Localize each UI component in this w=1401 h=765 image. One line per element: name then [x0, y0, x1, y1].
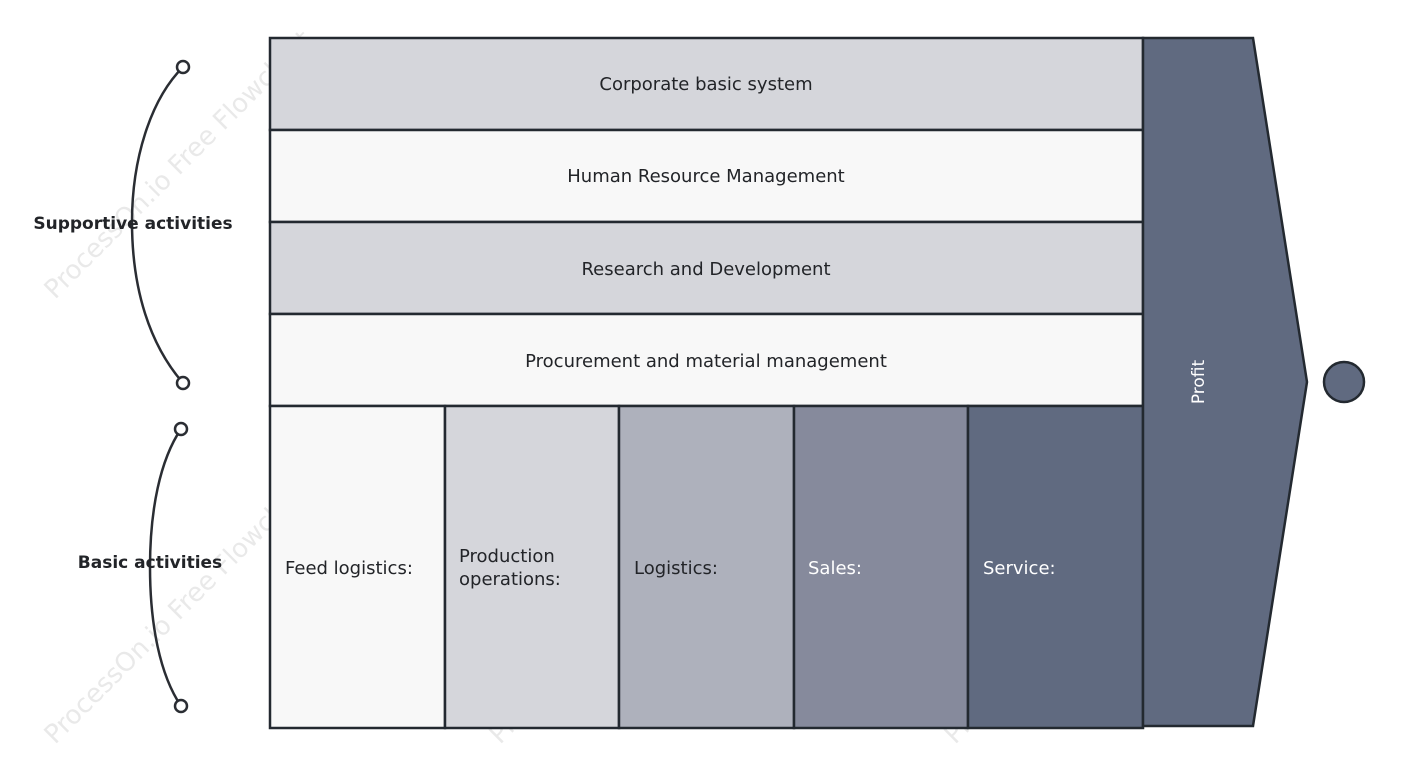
basic-column-service[interactable] [966, 404, 1145, 730]
brace-endpoint-top[interactable] [173, 421, 189, 437]
support-row-human-resource-management[interactable] [268, 128, 1145, 224]
profit-arrow: Profit [1141, 36, 1366, 728]
basic-column-label: Sales: [808, 558, 862, 579]
support-row-label: Human Resource Management [567, 166, 844, 187]
brace-endpoint-bottom[interactable] [175, 375, 191, 391]
profit-arrow-shape[interactable] [1141, 36, 1309, 728]
support-row-research-and-development[interactable] [268, 220, 1145, 316]
basic-column-logistics[interactable] [617, 404, 796, 730]
support-row-label: Procurement and material management [525, 351, 887, 372]
brace-endpoint-bottom[interactable] [173, 698, 189, 714]
support-rows: Corporate basic system Human Resource Ma… [268, 36, 1145, 408]
basic-activities-label: Basic activities [78, 553, 222, 573]
support-row-corporate-basic-system[interactable] [268, 36, 1145, 132]
support-row-label: Research and Development [581, 259, 830, 280]
profit-endpoint-circle[interactable] [1322, 360, 1366, 404]
supportive-activities-label: Supportive activities [33, 214, 232, 234]
support-row-procurement[interactable] [268, 312, 1145, 408]
profit-label: Profit [1189, 359, 1209, 404]
support-row-label: Corporate basic system [599, 74, 812, 95]
basic-brace: Basic activities [78, 421, 222, 714]
supportive-brace: Supportive activities [33, 59, 233, 391]
basic-column-label: Service: [983, 558, 1056, 579]
supportive-brace-curve [130, 66, 184, 384]
brace-endpoint-top[interactable] [175, 59, 191, 75]
basic-column-label: Logistics: [634, 558, 718, 579]
basic-column-feed-logistics[interactable] [268, 404, 447, 730]
basic-column-label: Feed logistics: [285, 558, 413, 579]
basic-column-production-operations[interactable] [443, 404, 621, 730]
basic-brace-curve [148, 428, 183, 707]
